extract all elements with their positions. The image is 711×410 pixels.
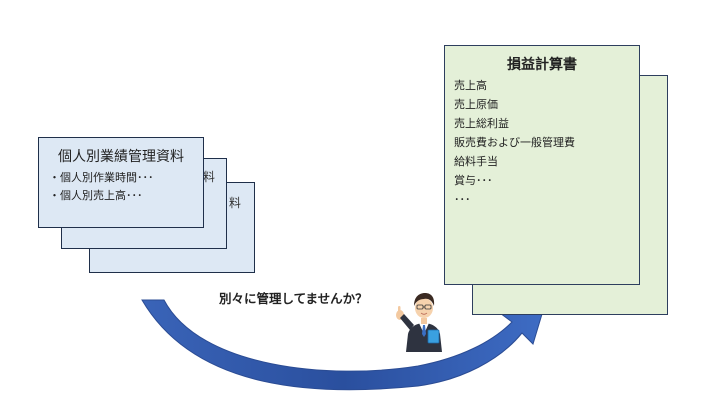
personal-doc-front: 個人別業績管理資料 ・個人別作業時間･･･ ・個人別売上高･･･ [38,137,204,228]
list-item: 賞与･･･ [454,174,493,187]
question-text: 別々に管理してませんか？ [219,291,368,306]
list-item: ･･･ [454,193,471,206]
personal-doc-title: 個人別業績管理資料 [58,149,184,165]
list-item: 売上高 [454,79,487,92]
back-card-fragment: 料 [203,170,216,184]
personal-doc-list: ・個人別作業時間･･･ ・個人別売上高･･･ [49,169,154,205]
list-item: 給料手当 [454,155,498,168]
back-card-fragment: 料 [229,196,242,210]
pl-doc-list: 売上高 売上原価 売上総利益 販売費および一般管理費 給料手当 賞与･･･ ･･… [454,76,575,209]
list-item: 売上総利益 [454,117,509,130]
pl-doc-title: 損益計算書 [507,57,577,73]
list-item: 販売費および一般管理費 [454,136,575,149]
pl-doc-front: 損益計算書 売上高 売上原価 売上総利益 販売費および一般管理費 給料手当 賞与… [444,45,640,285]
list-item: 売上原価 [454,98,498,111]
list-item: ・個人別売上高･･･ [49,189,143,202]
list-item: ・個人別作業時間･･･ [49,171,154,184]
